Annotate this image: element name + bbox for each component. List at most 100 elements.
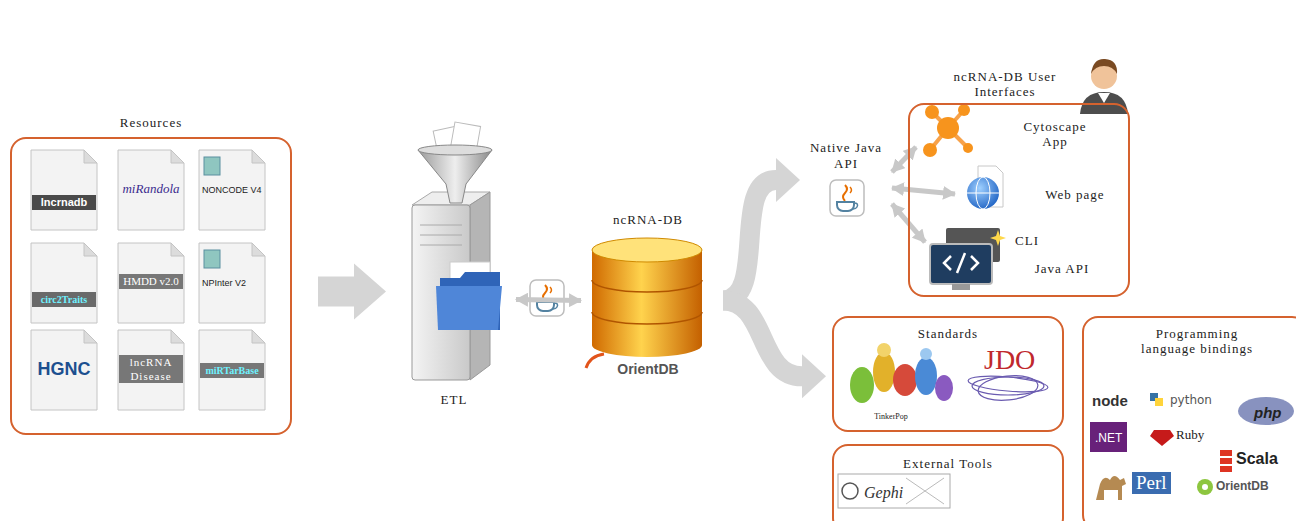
node-text: lncRNA Disease [119, 355, 183, 383]
flow-arrow [892, 188, 955, 194]
flow-arrow [892, 147, 916, 172]
standards-group: StandardsTinkerPopJDO [832, 316, 1064, 432]
node-text: CLI [1007, 233, 1047, 248]
node-text: Standards [834, 326, 1062, 341]
resource-file: NPInter V2 [198, 242, 266, 324]
illustration-part [592, 333, 702, 357]
logo-label: node [1092, 392, 1128, 409]
resource-file: NONCODE V4 [198, 149, 266, 231]
illustration-part [952, 284, 970, 290]
node-text: miRTarBase [200, 363, 264, 378]
illustration-part [586, 354, 604, 368]
illustration-part [420, 245, 462, 246]
etl-server [412, 192, 502, 380]
illustration-part [967, 193, 999, 194]
resource-group: ResourceslncrnadbmiRandolaNONCODE V4circ… [10, 137, 292, 435]
tinkerpop-figures [850, 343, 953, 403]
illustration-part [850, 367, 874, 403]
etl-funnel [418, 122, 492, 203]
illustration-part [418, 150, 492, 203]
illustration-part [420, 225, 462, 226]
illustration-part [1091, 59, 1117, 74]
arrow-shaft [723, 180, 776, 300]
node-text: miRandola [119, 181, 183, 196]
illustration-part [592, 312, 702, 324]
user-icon [1080, 59, 1128, 114]
interface-group: ncRNA-DB User InterfacesCytoscape AppWeb… [908, 103, 1130, 297]
node-text: NONCODE V4 [202, 185, 262, 196]
node-text: ETL [398, 392, 510, 407]
node-text: Cytoscape App [1010, 119, 1100, 149]
illustration-part [1220, 450, 1232, 472]
node-subtext: Java API [1022, 261, 1102, 276]
illustration-part [937, 117, 959, 139]
node-text: HGNC [32, 359, 96, 379]
illustration-part [592, 280, 702, 292]
arrow-shaft [723, 300, 802, 376]
node-text: lncrnadb [32, 195, 96, 210]
file-shape [30, 242, 98, 324]
illustration-part [963, 143, 973, 153]
cytoscape-logo [923, 104, 973, 157]
node-text: Programming language bindings [1127, 326, 1267, 356]
illustration-part [592, 250, 702, 345]
illustration-part [935, 375, 953, 401]
illustration-part [967, 177, 999, 209]
arrow-head [776, 158, 800, 202]
resource-file: miRTarBase [198, 329, 266, 411]
illustration-part [906, 478, 944, 504]
web-globe [967, 166, 1003, 209]
node-text: Native Java API [806, 140, 886, 172]
database-cylinder [586, 238, 702, 368]
node-text: NPInter V2 [202, 278, 262, 289]
illustration-part [920, 348, 932, 360]
illustration-part [1202, 484, 1208, 490]
flow-arrow [723, 158, 800, 300]
illustration-part [906, 478, 944, 504]
illustration-part [1096, 476, 1126, 500]
resource-file: circ2Traits [30, 242, 98, 324]
illustration-part [418, 145, 492, 155]
illustration-part [877, 343, 891, 357]
illustration-part [1197, 479, 1213, 495]
flow-arrow [723, 300, 826, 398]
java-icon [830, 180, 864, 216]
illustration-part [838, 474, 950, 508]
logo-label: Gephi [864, 484, 903, 502]
etl-server: ETL [398, 140, 514, 415]
interface-app: CLI Java API [927, 229, 1117, 295]
logo-label: Perl [1132, 472, 1171, 494]
logo-label: .NET [1090, 422, 1127, 452]
interface-app: Cytoscape App [918, 105, 1118, 165]
logo-label: php [1254, 404, 1282, 421]
resource-file: lncRNA Disease [117, 329, 185, 411]
illustration-part [1238, 397, 1294, 425]
node-text: ncRNA-DB User Interfaces [935, 69, 1075, 99]
illustration-part [842, 483, 858, 499]
logo-label: TinkerPop [846, 412, 936, 421]
resource-file: miRandola [117, 149, 185, 231]
node-subtext: OrientDB [598, 362, 698, 377]
node-text: Web page [1033, 187, 1117, 202]
flow-arrow [516, 297, 581, 303]
illustration-part [592, 238, 702, 262]
node-text: circ2Traits [32, 292, 96, 307]
gephi-logo [838, 474, 950, 508]
resource-file: HGNC [30, 329, 98, 411]
illustration-part [420, 235, 462, 236]
illustration-part [925, 105, 939, 119]
illustration-part [1150, 430, 1174, 446]
illustration-part [1155, 398, 1163, 406]
terminal-icon [930, 228, 1006, 290]
logo-label: Scala [1236, 450, 1278, 468]
node-text: ncRNA-DB [583, 212, 713, 227]
illustration-part [1098, 93, 1110, 103]
interface-app: Web page [957, 169, 1121, 219]
node-text: HMDD v2.0 [119, 274, 183, 289]
flow-arrow [318, 264, 386, 320]
illustration-part [436, 286, 502, 330]
tools-group: External ToolsGephi [832, 444, 1064, 521]
arrow-head [802, 354, 826, 398]
file-shape [30, 149, 98, 231]
node-text: External Tools [834, 456, 1062, 471]
